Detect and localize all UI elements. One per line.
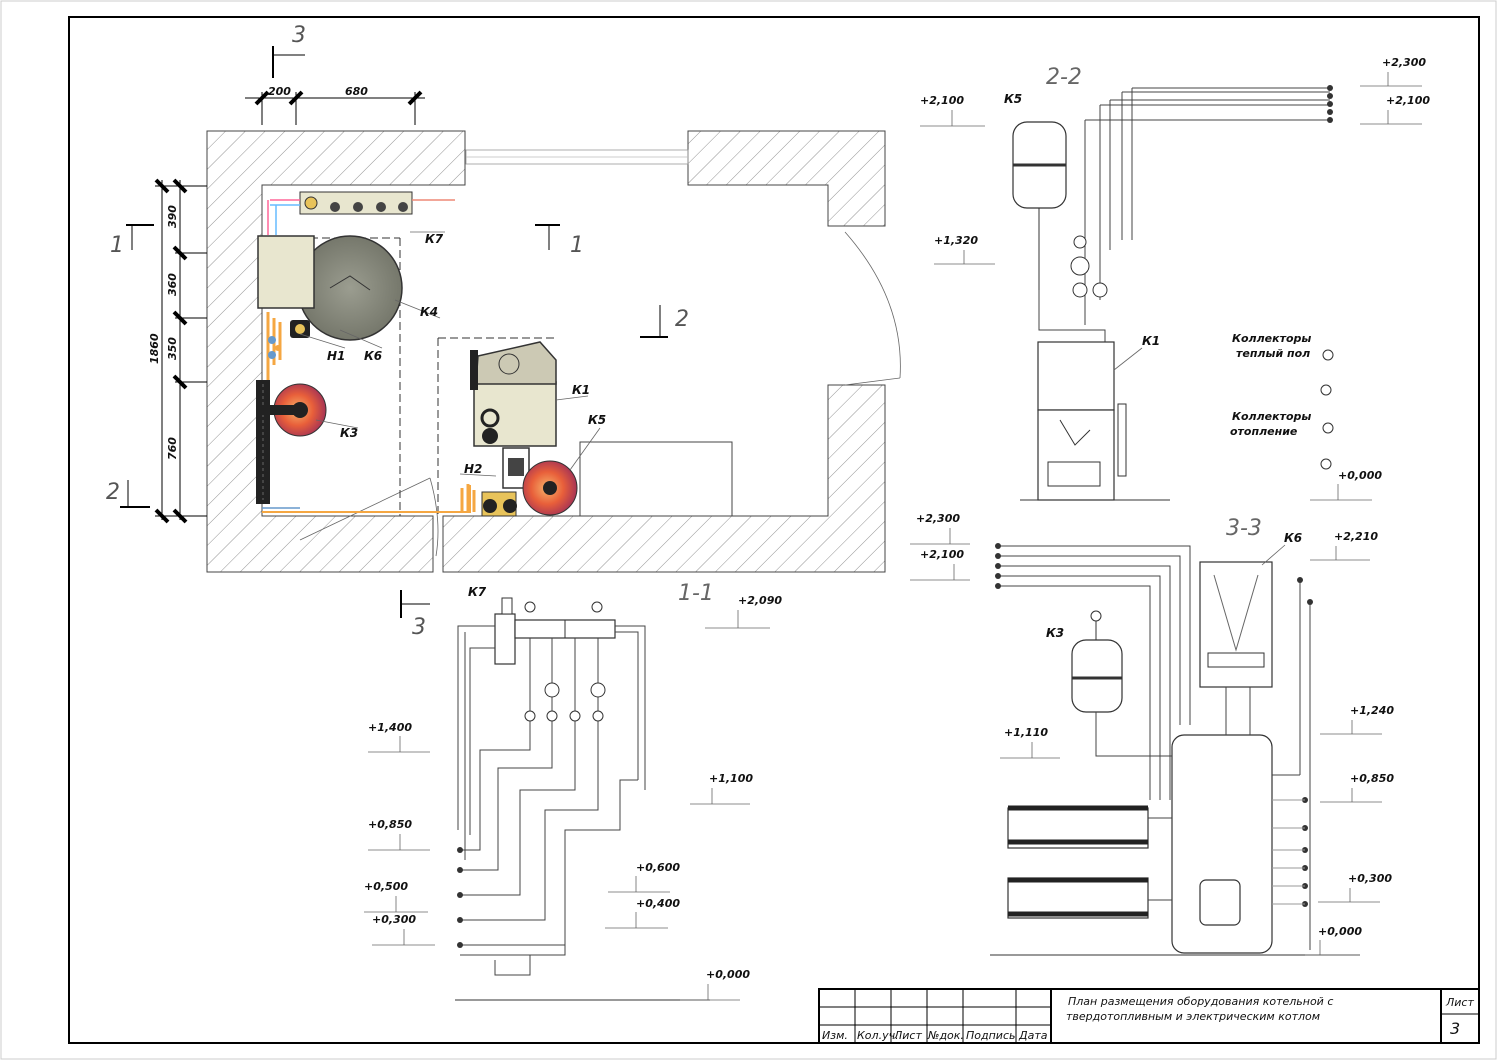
tb-col-podpis: Подпись — [966, 1029, 1015, 1042]
tag-k5-plan: К5 — [588, 413, 606, 427]
section-1-1: 1-1 К7 +2,090 — [364, 581, 782, 1001]
section-1-1-elevations: +2,090 +1,400 +1,100 +0,850 +0,600 +0,50… — [364, 594, 782, 1001]
elev-3-3-1110: +1,110 — [1004, 726, 1048, 739]
tb-sheet-label: Лист — [1445, 996, 1474, 1009]
boiler-k6-elevation — [1199, 561, 1273, 688]
elev-3-3-1240: +1,240 — [1350, 704, 1394, 717]
tb-col-ndok: №док. — [927, 1029, 964, 1042]
bench — [579, 441, 733, 517]
elev-1-1-0600: +0,600 — [636, 861, 680, 874]
tag-k6-plan: К6 — [364, 349, 382, 363]
tag-k6-section: К6 — [1284, 531, 1302, 545]
tank-k4-elevation — [1171, 734, 1273, 954]
tag-k5-section: К5 — [1004, 92, 1022, 106]
dim-390: 390 — [166, 205, 179, 228]
floor-plan: 200 680 390 360 350 760 1860 1 1 2 — [106, 23, 901, 640]
note-collectors-floor-2: теплый пол — [1236, 347, 1310, 360]
elev-1-1-0500: +0,500 — [364, 880, 408, 893]
tag-h2-plan: Н2 — [464, 462, 482, 476]
tb-sheet-number: 3 — [1450, 1019, 1460, 1038]
wall-left — [206, 130, 466, 573]
dim-350: 350 — [166, 337, 179, 360]
tag-k3-section: К3 — [1046, 626, 1064, 640]
elev-3-3-2210: +2,210 — [1334, 530, 1378, 543]
elev-1-1-1100: +1,100 — [709, 772, 753, 785]
wall-bottom-right — [442, 384, 886, 573]
boiler-k6-plan — [257, 235, 315, 309]
elev-1-1-1400: +1,400 — [368, 721, 412, 734]
wall-top-right — [687, 130, 886, 227]
section-mark-1-left: 1 — [110, 233, 124, 258]
dim-680: 680 — [345, 85, 368, 98]
elev-1-1-0000: +0,000 — [706, 968, 750, 981]
section-mark-2-left: 2 — [106, 480, 120, 505]
section-2-2: 2-2 К5 К1 Коллекторы теплый пол Коллекто… — [920, 56, 1430, 501]
tb-col-koluch: Кол.уч. — [857, 1029, 899, 1042]
tag-k1-section: К1 — [1142, 334, 1160, 348]
section-mark-2-right: 2 — [675, 307, 689, 332]
section-mark-3-bottom: 3 — [412, 615, 426, 640]
inner-frame — [68, 16, 1480, 1044]
section-3-3: 3-3 К6 К3 +2,300 +2 — [910, 512, 1394, 956]
section-3-3-title: 3-3 — [1226, 516, 1262, 541]
elev-2-2-2100-right: +2,100 — [1386, 94, 1430, 107]
tb-col-izm: Изм. — [822, 1029, 848, 1042]
tag-k7-plan: К7 — [425, 232, 444, 246]
tb-col-data: Дата — [1018, 1029, 1048, 1042]
elev-3-3-0300: +0,300 — [1348, 872, 1392, 885]
tb-title-line1: План размещения оборудования котельной с — [1068, 995, 1333, 1008]
tb-title-line2: твердотопливным и электрическим котлом — [1066, 1010, 1320, 1023]
boiler-k1-elevation — [1037, 341, 1115, 411]
elev-2-2-0000: +0,000 — [1338, 469, 1382, 482]
tag-h1-plan: Н1 — [327, 349, 345, 363]
dim-360: 360 — [166, 273, 179, 296]
dim-1860: 1860 — [148, 333, 161, 364]
section-1-1-title: 1-1 — [678, 581, 714, 606]
collector-k7 — [494, 613, 516, 665]
door-arc-right — [844, 231, 901, 379]
dim-760: 760 — [166, 437, 179, 460]
elev-1-1-2090: +2,090 — [738, 594, 782, 607]
tag-k1-plan: К1 — [572, 383, 590, 397]
note-collectors-heating-1: Коллекторы — [1232, 410, 1311, 423]
elev-1-1-0300: +0,300 — [372, 913, 416, 926]
section-mark-3-top: 3 — [292, 23, 306, 48]
elev-2-2-2300: +2,300 — [1382, 56, 1426, 69]
tag-k7-section: К7 — [468, 585, 487, 599]
door-leaf-bottom — [299, 477, 431, 541]
elev-3-3-0000: +0,000 — [1318, 925, 1362, 938]
note-collectors-heating-2: отопление — [1230, 425, 1298, 438]
collector-heating — [1007, 877, 1149, 919]
elev-3-3-2300: +2,300 — [916, 512, 960, 525]
elev-1-1-0400: +0,400 — [636, 897, 680, 910]
elev-3-3-0850: +0,850 — [1350, 772, 1394, 785]
expansion-k3-elevation — [1071, 639, 1123, 713]
tb-col-list: Лист — [893, 1029, 922, 1042]
elev-2-2-1320: +1,320 — [934, 234, 978, 247]
elev-1-1-0850: +0,850 — [368, 818, 412, 831]
dim-200: 200 — [268, 85, 291, 98]
note-collectors-floor-1: Коллекторы — [1232, 332, 1311, 345]
section-mark-1-right: 1 — [570, 233, 584, 258]
section-2-2-title: 2-2 — [1046, 65, 1082, 90]
tag-k4-plan: К4 — [420, 305, 438, 319]
elev-3-3-2100: +2,100 — [920, 548, 964, 561]
title-block: Изм. Кол.уч. Лист №док. Подпись Дата Пла… — [818, 988, 1480, 1044]
elev-2-2-2100-left: +2,100 — [920, 94, 964, 107]
tag-k3-plan: К3 — [340, 426, 358, 440]
